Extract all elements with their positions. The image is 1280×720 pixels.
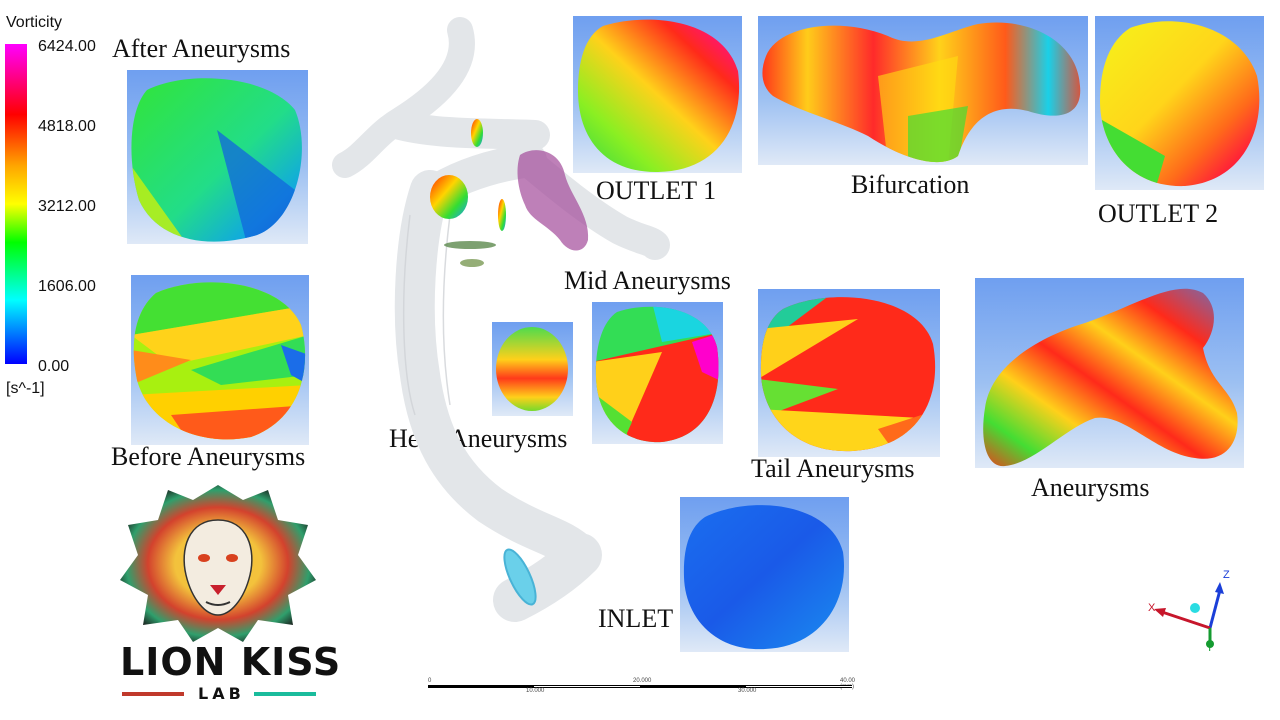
axis-label-y: Y	[1206, 642, 1214, 654]
lion-logo-icon	[120, 485, 316, 642]
axis-triad[interactable]	[1140, 568, 1240, 658]
panel-outlet-2[interactable]	[1095, 16, 1264, 190]
label-before-aneurysms: Before Aneurysms	[111, 442, 306, 471]
legend-tick-max: 6424.00	[38, 38, 96, 55]
legend-unit: [s^-1]	[6, 380, 45, 397]
legend-tick-4: 1606.00	[38, 278, 96, 295]
label-after-aneurysms: After Aneurysms	[112, 34, 291, 63]
legend-tick-2: 4818.00	[38, 118, 96, 135]
logo-accent-left	[122, 692, 184, 696]
label-tail-aneurysms: Tail Aneurysms	[751, 454, 915, 483]
legend-tick-3: 3212.00	[38, 198, 96, 215]
logo-accent-right	[254, 692, 316, 696]
scale-tick-40: 40.00 (mm)	[840, 678, 856, 690]
axis-label-z: Z	[1223, 569, 1230, 581]
scale-tick-30: 30.000	[738, 688, 757, 694]
scale-tick-10: 10.000	[526, 688, 545, 694]
label-bifurcation: Bifurcation	[851, 170, 970, 199]
scale-tick-0: 0	[428, 678, 432, 684]
legend-colorbar	[5, 44, 27, 364]
panel-after-aneurysms[interactable]	[127, 70, 308, 244]
axis-label-x: X	[1148, 602, 1156, 614]
legend-tick-min: 0.00	[38, 358, 70, 375]
panel-head-aneurysms-small[interactable]	[492, 322, 573, 416]
panel-head-aneurysms-large[interactable]	[592, 302, 723, 444]
label-outlet-1: OUTLET 1	[596, 176, 717, 205]
panel-bifurcation[interactable]	[758, 16, 1088, 165]
logo-sub: LAB	[198, 684, 245, 703]
panel-tail-aneurysms[interactable]	[758, 289, 940, 457]
label-outlet-2: OUTLET 2	[1098, 199, 1219, 228]
panel-aneurysms[interactable]	[975, 278, 1244, 468]
label-inlet: INLET	[598, 604, 674, 633]
legend-title: Vorticity	[6, 14, 63, 31]
label-aneurysms: Aneurysms	[1031, 473, 1150, 502]
scale-tick-20: 20.000	[633, 678, 652, 684]
label-mid-aneurysms: Mid Aneurysms	[564, 266, 731, 295]
panel-outlet-1[interactable]	[573, 16, 742, 173]
logo-name: LION KISS	[120, 640, 342, 684]
vessel-model[interactable]	[320, 15, 680, 625]
scale-bar: 0 20.000 40.00 (mm) 10.000 30.000	[428, 678, 864, 694]
panel-inlet[interactable]	[680, 497, 849, 652]
panel-before-aneurysms[interactable]	[131, 275, 309, 445]
